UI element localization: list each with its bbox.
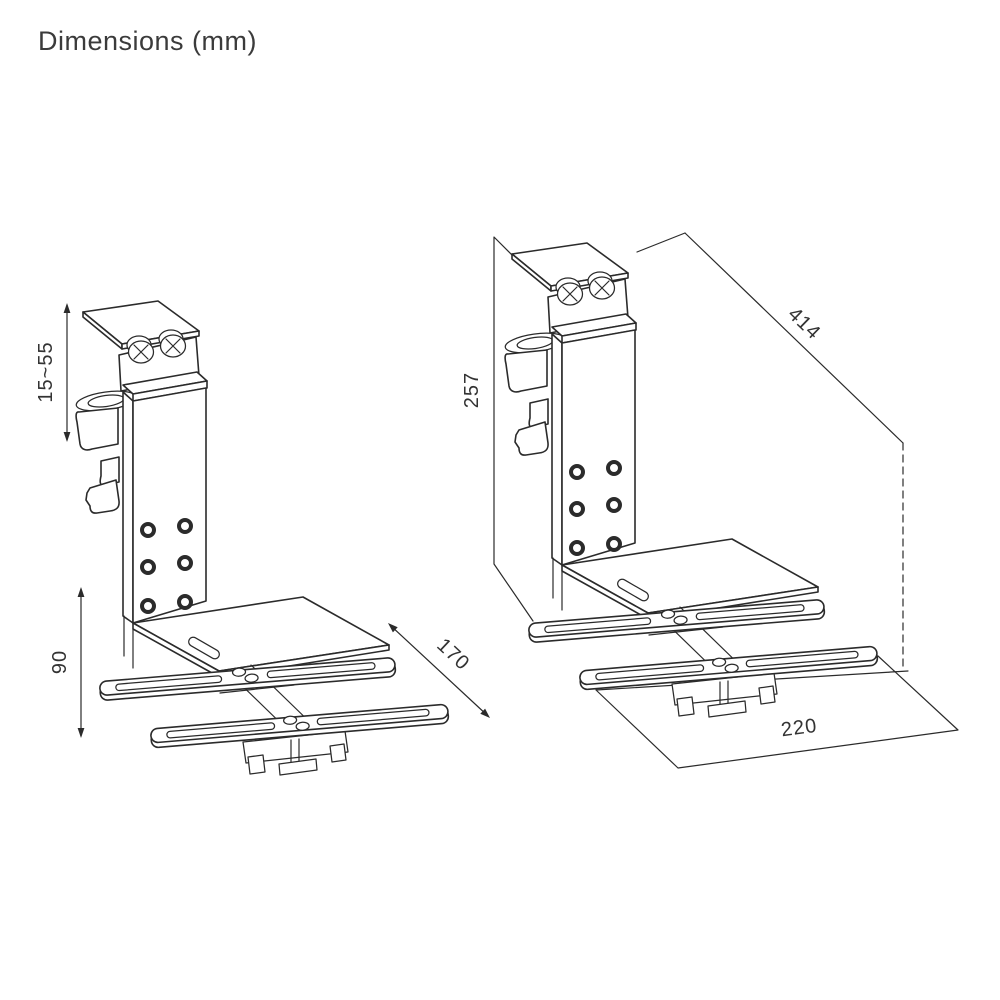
- diagonal-extension-line: [636, 232, 686, 253]
- bracket-drawing: [75, 300, 450, 776]
- page-title: Dimensions (mm): [38, 26, 258, 56]
- under-bracket-foot-left: [247, 754, 266, 775]
- dim-diagonal-label: 414: [783, 303, 824, 344]
- clamp-jaw: [75, 407, 119, 451]
- column-front-face: [132, 387, 207, 624]
- column-side-face: [122, 391, 134, 624]
- dim-clamp-range-label: 15~55: [35, 341, 57, 402]
- upper-arm-slot-left: [115, 675, 223, 692]
- height-extent-line: [493, 236, 534, 622]
- under-bracket-post: [290, 738, 300, 766]
- phillips-cross-icon: [165, 338, 181, 354]
- dim-height-label: 257: [461, 372, 483, 408]
- thumb-screw-right: [158, 329, 187, 358]
- lower-arm-hole: [283, 715, 298, 725]
- diagonal-dimension-line: [684, 232, 904, 444]
- lower-arm: [150, 703, 450, 749]
- bracket-drawing-iso: [502, 241, 880, 719]
- upper-arm-hole: [244, 673, 259, 683]
- shelf-slot: [188, 636, 220, 660]
- upper-arm-hole: [231, 667, 247, 677]
- mounting-holes: [140, 518, 193, 614]
- under-bracket-foot-center: [278, 758, 318, 776]
- column-cap-front: [132, 380, 208, 402]
- upper-arm: [99, 657, 397, 701]
- dim-arm-spacing-label: 90: [49, 650, 71, 674]
- thumb-screw-left: [126, 335, 155, 364]
- under-bracket-foot-right: [329, 743, 347, 763]
- depth-dim-line: [389, 624, 489, 717]
- dim-width-label: 220: [780, 715, 819, 742]
- dim-depth-label: 170: [432, 634, 474, 675]
- clamp-foot: [85, 479, 120, 514]
- lower-arm-slot-right: [316, 708, 430, 726]
- lower-arm-hole: [295, 721, 310, 731]
- shelf-side-lines: [123, 615, 134, 669]
- lower-arm-slot-left: [166, 722, 276, 739]
- phillips-cross-icon: [133, 344, 149, 360]
- upper-arm-slot-right: [266, 662, 376, 679]
